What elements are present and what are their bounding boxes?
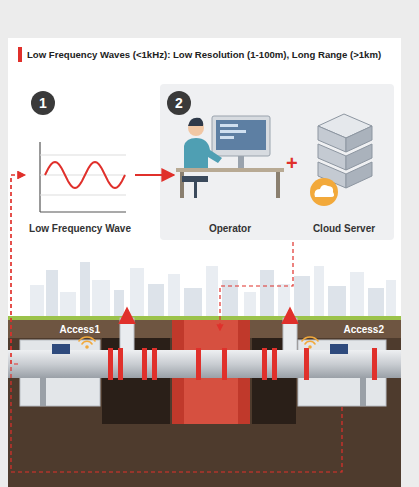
sensor-ring: [222, 348, 227, 380]
building: [278, 284, 290, 316]
pipe-support: [360, 378, 366, 406]
building: [206, 266, 218, 316]
sensor-ring: [108, 348, 113, 380]
signal-arrow: [126, 310, 129, 322]
soil: [8, 320, 401, 487]
building: [92, 280, 110, 316]
sensor-ring: [196, 348, 201, 380]
building: [294, 276, 310, 316]
building: [350, 272, 364, 316]
plus-sign: +: [286, 153, 298, 173]
step-number: 1: [31, 91, 55, 115]
building: [60, 292, 76, 316]
building: [244, 292, 256, 316]
callout-number: 2: [175, 95, 183, 111]
access-shaft: [283, 318, 297, 352]
sensor-ring: [262, 348, 267, 380]
node-label: Access2: [343, 324, 384, 335]
step-number: 2: [167, 91, 191, 115]
sensor-ring: [152, 348, 157, 380]
building: [260, 270, 274, 316]
building: [386, 280, 396, 316]
wifi-icon: [79, 337, 95, 348]
sensor-ring: [142, 348, 147, 380]
leader-line: [220, 242, 293, 330]
title-bar: [18, 47, 22, 62]
signal-arrow: [289, 310, 292, 322]
sensor-ring: [372, 348, 377, 380]
callout-number: 1: [39, 95, 47, 111]
building: [30, 285, 44, 316]
node-label: Access1: [59, 324, 100, 335]
operator-icon: [176, 116, 284, 198]
valve: [52, 344, 70, 354]
server-box: Cloud Server: [298, 110, 390, 236]
pipe: [8, 350, 401, 378]
panel: [160, 84, 394, 240]
pipe-support: [40, 378, 46, 406]
building: [114, 290, 124, 316]
access-shaft: [120, 318, 134, 352]
title: Low Frequency Waves (<1kHz): Low Resolut…: [27, 48, 395, 61]
city-skyline: [30, 262, 396, 316]
building: [368, 288, 384, 316]
wave-box: Low Frequency Wave: [25, 132, 135, 236]
flow-arrow: [135, 174, 174, 176]
building: [168, 274, 180, 316]
building: [80, 262, 90, 316]
wave-chart: [40, 142, 126, 212]
operator-box: Operator: [174, 110, 286, 236]
cloud-server-icon: [310, 114, 372, 206]
access-chamber: Access1: [18, 321, 104, 407]
building: [130, 268, 144, 316]
node-label: Operator: [209, 223, 251, 234]
grass: [8, 316, 401, 320]
sensor-ring: [272, 348, 277, 380]
signal-return-line: [11, 175, 342, 472]
node-label: Cloud Server: [313, 223, 375, 234]
building: [314, 266, 324, 316]
sensor-ring: [118, 348, 123, 380]
sensor-ring: [304, 348, 309, 380]
access-chamber: Access2: [296, 321, 388, 407]
node-label: Low Frequency Wave: [29, 223, 131, 234]
card: [8, 38, 401, 487]
wifi-icon: [302, 337, 318, 348]
building: [328, 286, 346, 316]
building: [46, 270, 58, 316]
signal-return-line: [11, 175, 25, 364]
building: [148, 284, 164, 316]
valve: [330, 344, 348, 354]
building: [184, 288, 202, 316]
